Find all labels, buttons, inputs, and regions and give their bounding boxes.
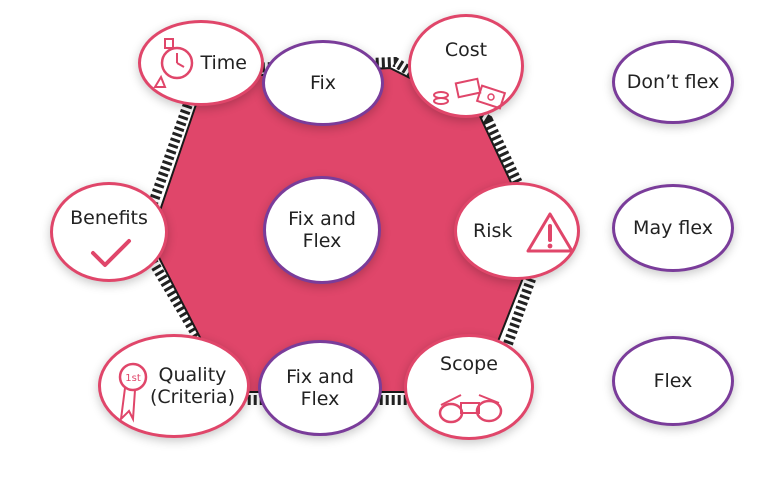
stopwatch-icon xyxy=(153,38,194,88)
quality-label: Quality (Criteria) xyxy=(149,363,235,408)
benefits-label: Benefits xyxy=(70,207,148,229)
legend-may-flex: May flex xyxy=(612,184,734,272)
quality-node: 1st Quality (Criteria) xyxy=(98,334,250,438)
award-badge-text: 1st xyxy=(125,373,141,384)
time-label: Time xyxy=(200,51,248,74)
risk-label: Risk xyxy=(473,219,513,242)
award-ribbon-icon: 1st xyxy=(118,362,148,423)
legend-may-flex-label: May flex xyxy=(633,216,713,239)
benefits-node: Benefits xyxy=(50,182,168,282)
warning-icon xyxy=(526,212,574,253)
center-node: Fix and Flex xyxy=(263,176,381,284)
money-icon xyxy=(433,77,507,110)
fix-label: Fix xyxy=(309,71,337,94)
cost-label: Cost xyxy=(444,39,488,61)
fix-and-flex-bottom-node: Fix and Flex xyxy=(258,340,382,436)
fix-and-flex-bottom-label: Fix and Flex xyxy=(286,365,354,410)
checkmark-icon xyxy=(91,239,131,267)
hexagon-sketch-outline xyxy=(134,56,551,405)
legend-dont-flex: Don’t flex xyxy=(612,40,734,124)
risk-node: Risk xyxy=(454,182,580,280)
binoculars-icon xyxy=(438,394,503,424)
scope-label: Scope xyxy=(440,353,498,375)
legend-flex: Flex xyxy=(612,336,734,426)
cost-node: Cost xyxy=(408,14,524,118)
center-label: Fix and Flex xyxy=(288,207,356,252)
legend-dont-flex-label: Don’t flex xyxy=(626,70,720,93)
scope-node: Scope xyxy=(404,334,534,440)
fix-node: Fix xyxy=(262,40,384,126)
time-node: Time xyxy=(138,20,264,106)
legend-flex-label: Flex xyxy=(653,369,693,392)
